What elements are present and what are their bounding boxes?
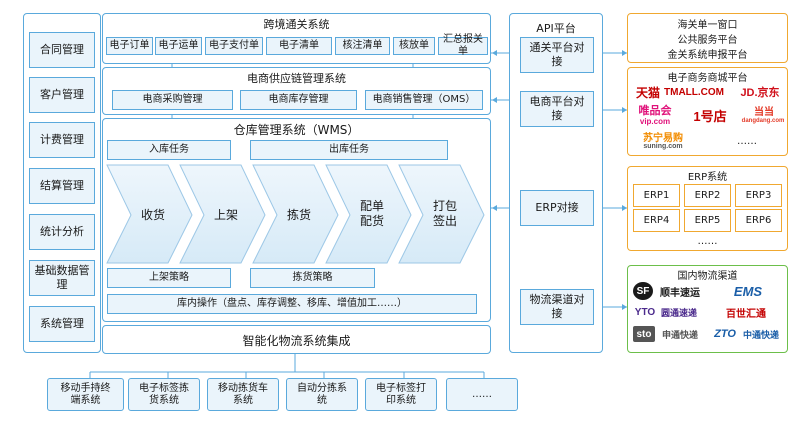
ecommerce-more: …… <box>737 136 757 147</box>
erp-item-4[interactable]: ERP4 <box>633 209 680 232</box>
customs-item-release[interactable]: 核放单 <box>393 37 435 55</box>
yto-logo: YTO <box>634 306 656 318</box>
device-picking-cart[interactable]: 移动拣货车系统 <box>207 378 279 411</box>
suning-domain: suning.com <box>643 143 683 150</box>
api-ecommerce[interactable]: 电商平台对接 <box>520 91 594 127</box>
tmall-domain: TMALL.COM <box>664 86 724 98</box>
ecommerce-panel <box>627 67 788 156</box>
erp-panel <box>627 166 788 251</box>
best-express-logo: 百世汇通 <box>726 308 766 320</box>
erp-item-2[interactable]: ERP2 <box>684 184 731 207</box>
menu-system[interactable]: 系统管理 <box>29 306 95 342</box>
sf-logo: SF <box>633 282 653 300</box>
yhd-logo: 1号店 <box>693 108 727 124</box>
jd-logo: JD.京东 <box>740 87 780 99</box>
customs-item-payment[interactable]: 电子支付单 <box>205 37 263 55</box>
customs-window-panel <box>627 13 788 63</box>
erp-title: ERP系统 <box>687 172 728 183</box>
integration-title: 智能化物流系统集成 <box>242 334 351 348</box>
menu-base-data[interactable]: 基础数据管理 <box>29 260 95 296</box>
device-label-picking[interactable]: 电子标签拣货系统 <box>128 378 200 411</box>
customs-system-title: 跨境通关系统 <box>263 18 330 31</box>
sto-logo: sto <box>633 326 655 342</box>
chevron-putaway <box>179 164 266 264</box>
device-more: …… <box>446 378 518 411</box>
api-platform-title: API平台 <box>536 22 576 35</box>
step-putaway[interactable]: 上架 <box>213 207 238 222</box>
wms-inbound-task[interactable]: 入库任务 <box>107 140 231 160</box>
zto-name: 中通快递 <box>742 329 779 340</box>
chevron-pick <box>252 164 339 264</box>
device-sorting[interactable]: 自动分拣系统 <box>286 378 358 411</box>
wms-internal-ops[interactable]: 库内操作（盘点、库存调整、移库、增值加工……） <box>107 294 477 314</box>
customs-item-check-list[interactable]: 核注清单 <box>335 37 390 55</box>
yto-name: 圆通速递 <box>660 307 697 318</box>
step-pack[interactable]: 打包签出 <box>432 199 457 228</box>
customs-window-jinguan: 金关系统申报平台 <box>667 50 748 61</box>
erp-more: …… <box>697 236 718 247</box>
customs-item-waybill[interactable]: 电子运单 <box>155 37 202 55</box>
menu-contract[interactable]: 合同管理 <box>29 32 95 68</box>
customs-window-public: 公共服务平台 <box>677 35 738 46</box>
menu-customer[interactable]: 客户管理 <box>29 77 95 113</box>
integration-panel <box>102 325 491 354</box>
vip-logo: 唯品会 <box>638 105 672 117</box>
erp-item-3[interactable]: ERP3 <box>735 184 782 207</box>
menu-settlement[interactable]: 结算管理 <box>29 168 95 204</box>
logistics-title: 国内物流渠道 <box>677 271 738 282</box>
erp-item-6[interactable]: ERP6 <box>735 209 782 232</box>
step-receive[interactable]: 收货 <box>140 207 165 222</box>
step-pick[interactable]: 拣货 <box>286 207 311 222</box>
supply-inventory[interactable]: 电商库存管理 <box>240 90 357 110</box>
erp-item-1[interactable]: ERP1 <box>633 184 680 207</box>
suning-logo: 苏宁易购 <box>643 132 683 144</box>
chevron-receive <box>106 164 193 264</box>
menu-statistics[interactable]: 统计分析 <box>29 214 95 250</box>
menu-billing[interactable]: 计费管理 <box>29 122 95 158</box>
device-label-print[interactable]: 电子标签打印系统 <box>365 378 437 411</box>
sf-name: 顺丰速运 <box>660 287 700 299</box>
ecommerce-title: 电子商务商城平台 <box>667 73 748 84</box>
supply-purchase[interactable]: 电商采购管理 <box>112 90 233 110</box>
step-assemble[interactable]: 配单配货 <box>359 199 384 228</box>
dangdang-logo: 当当 <box>754 106 774 118</box>
api-customs[interactable]: 通关平台对接 <box>520 37 594 73</box>
customs-item-list[interactable]: 电子清单 <box>266 37 332 55</box>
customs-item-order[interactable]: 电子订单 <box>106 37 153 55</box>
sto-name: 申通快递 <box>661 329 698 340</box>
supply-chain-title: 电商供应链管理系统 <box>247 72 346 85</box>
ems-logo: EMS <box>733 283 763 299</box>
dangdang-domain: dangdang.com <box>741 117 785 124</box>
api-logistics[interactable]: 物流渠道对接 <box>520 289 594 325</box>
chevron-assemble <box>325 164 412 264</box>
api-erp[interactable]: ERP对接 <box>520 190 594 226</box>
vip-domain: vip.com <box>639 116 671 126</box>
supply-sales-oms[interactable]: 电商销售管理（OMS） <box>365 90 483 110</box>
chevron-pack <box>398 164 485 264</box>
device-handheld[interactable]: 移动手持终端系统 <box>47 378 124 411</box>
erp-item-5[interactable]: ERP5 <box>684 209 731 232</box>
wms-outbound-task[interactable]: 出库任务 <box>250 140 448 160</box>
customs-item-summary[interactable]: 汇总报关单 <box>438 34 488 57</box>
tmall-logo: 天猫 <box>635 85 660 100</box>
wms-putaway-strategy[interactable]: 上架策略 <box>107 268 231 288</box>
wms-picking-strategy[interactable]: 拣货策略 <box>250 268 375 288</box>
zto-logo: ZTO <box>714 328 736 340</box>
wms-title: 仓库管理系统（WMS） <box>233 123 360 137</box>
customs-window-single: 海关单一窗口 <box>677 20 738 31</box>
